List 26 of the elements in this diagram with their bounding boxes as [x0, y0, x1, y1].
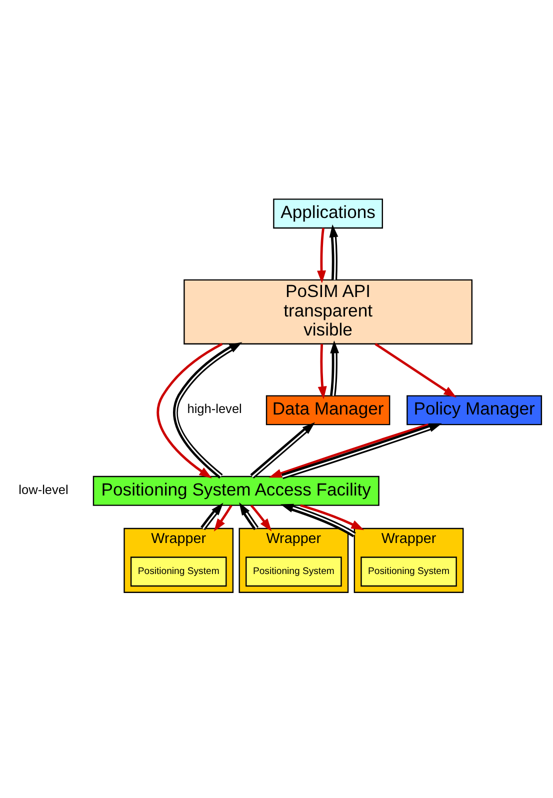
arrow — [329, 224, 338, 280]
arrow — [173, 342, 242, 479]
node-box: Policy Manager — [406, 395, 542, 426]
arrow — [250, 504, 272, 532]
label: low-level — [18, 482, 68, 497]
node-box: Positioning System — [360, 556, 457, 587]
arrow — [239, 502, 259, 530]
arrow — [156, 342, 223, 478]
arrow — [318, 344, 327, 400]
arrow — [268, 423, 429, 478]
arrow — [300, 504, 364, 530]
label: high-level — [187, 401, 242, 416]
node-box: Data Manager — [266, 395, 390, 426]
arrow — [280, 504, 356, 538]
node-box: Positioning System Access Facility — [92, 476, 380, 506]
arrow — [281, 423, 442, 480]
arrow — [330, 340, 340, 396]
arrow — [200, 502, 224, 530]
node-box: Positioning System — [246, 556, 342, 587]
arrow — [317, 228, 326, 284]
node-box: PoSIM API transparent visible — [184, 279, 472, 344]
arrow — [214, 504, 232, 532]
arrow — [250, 422, 315, 479]
node-box: Applications — [273, 198, 383, 229]
node-box: Positioning System — [130, 556, 227, 587]
arrow — [374, 342, 457, 398]
